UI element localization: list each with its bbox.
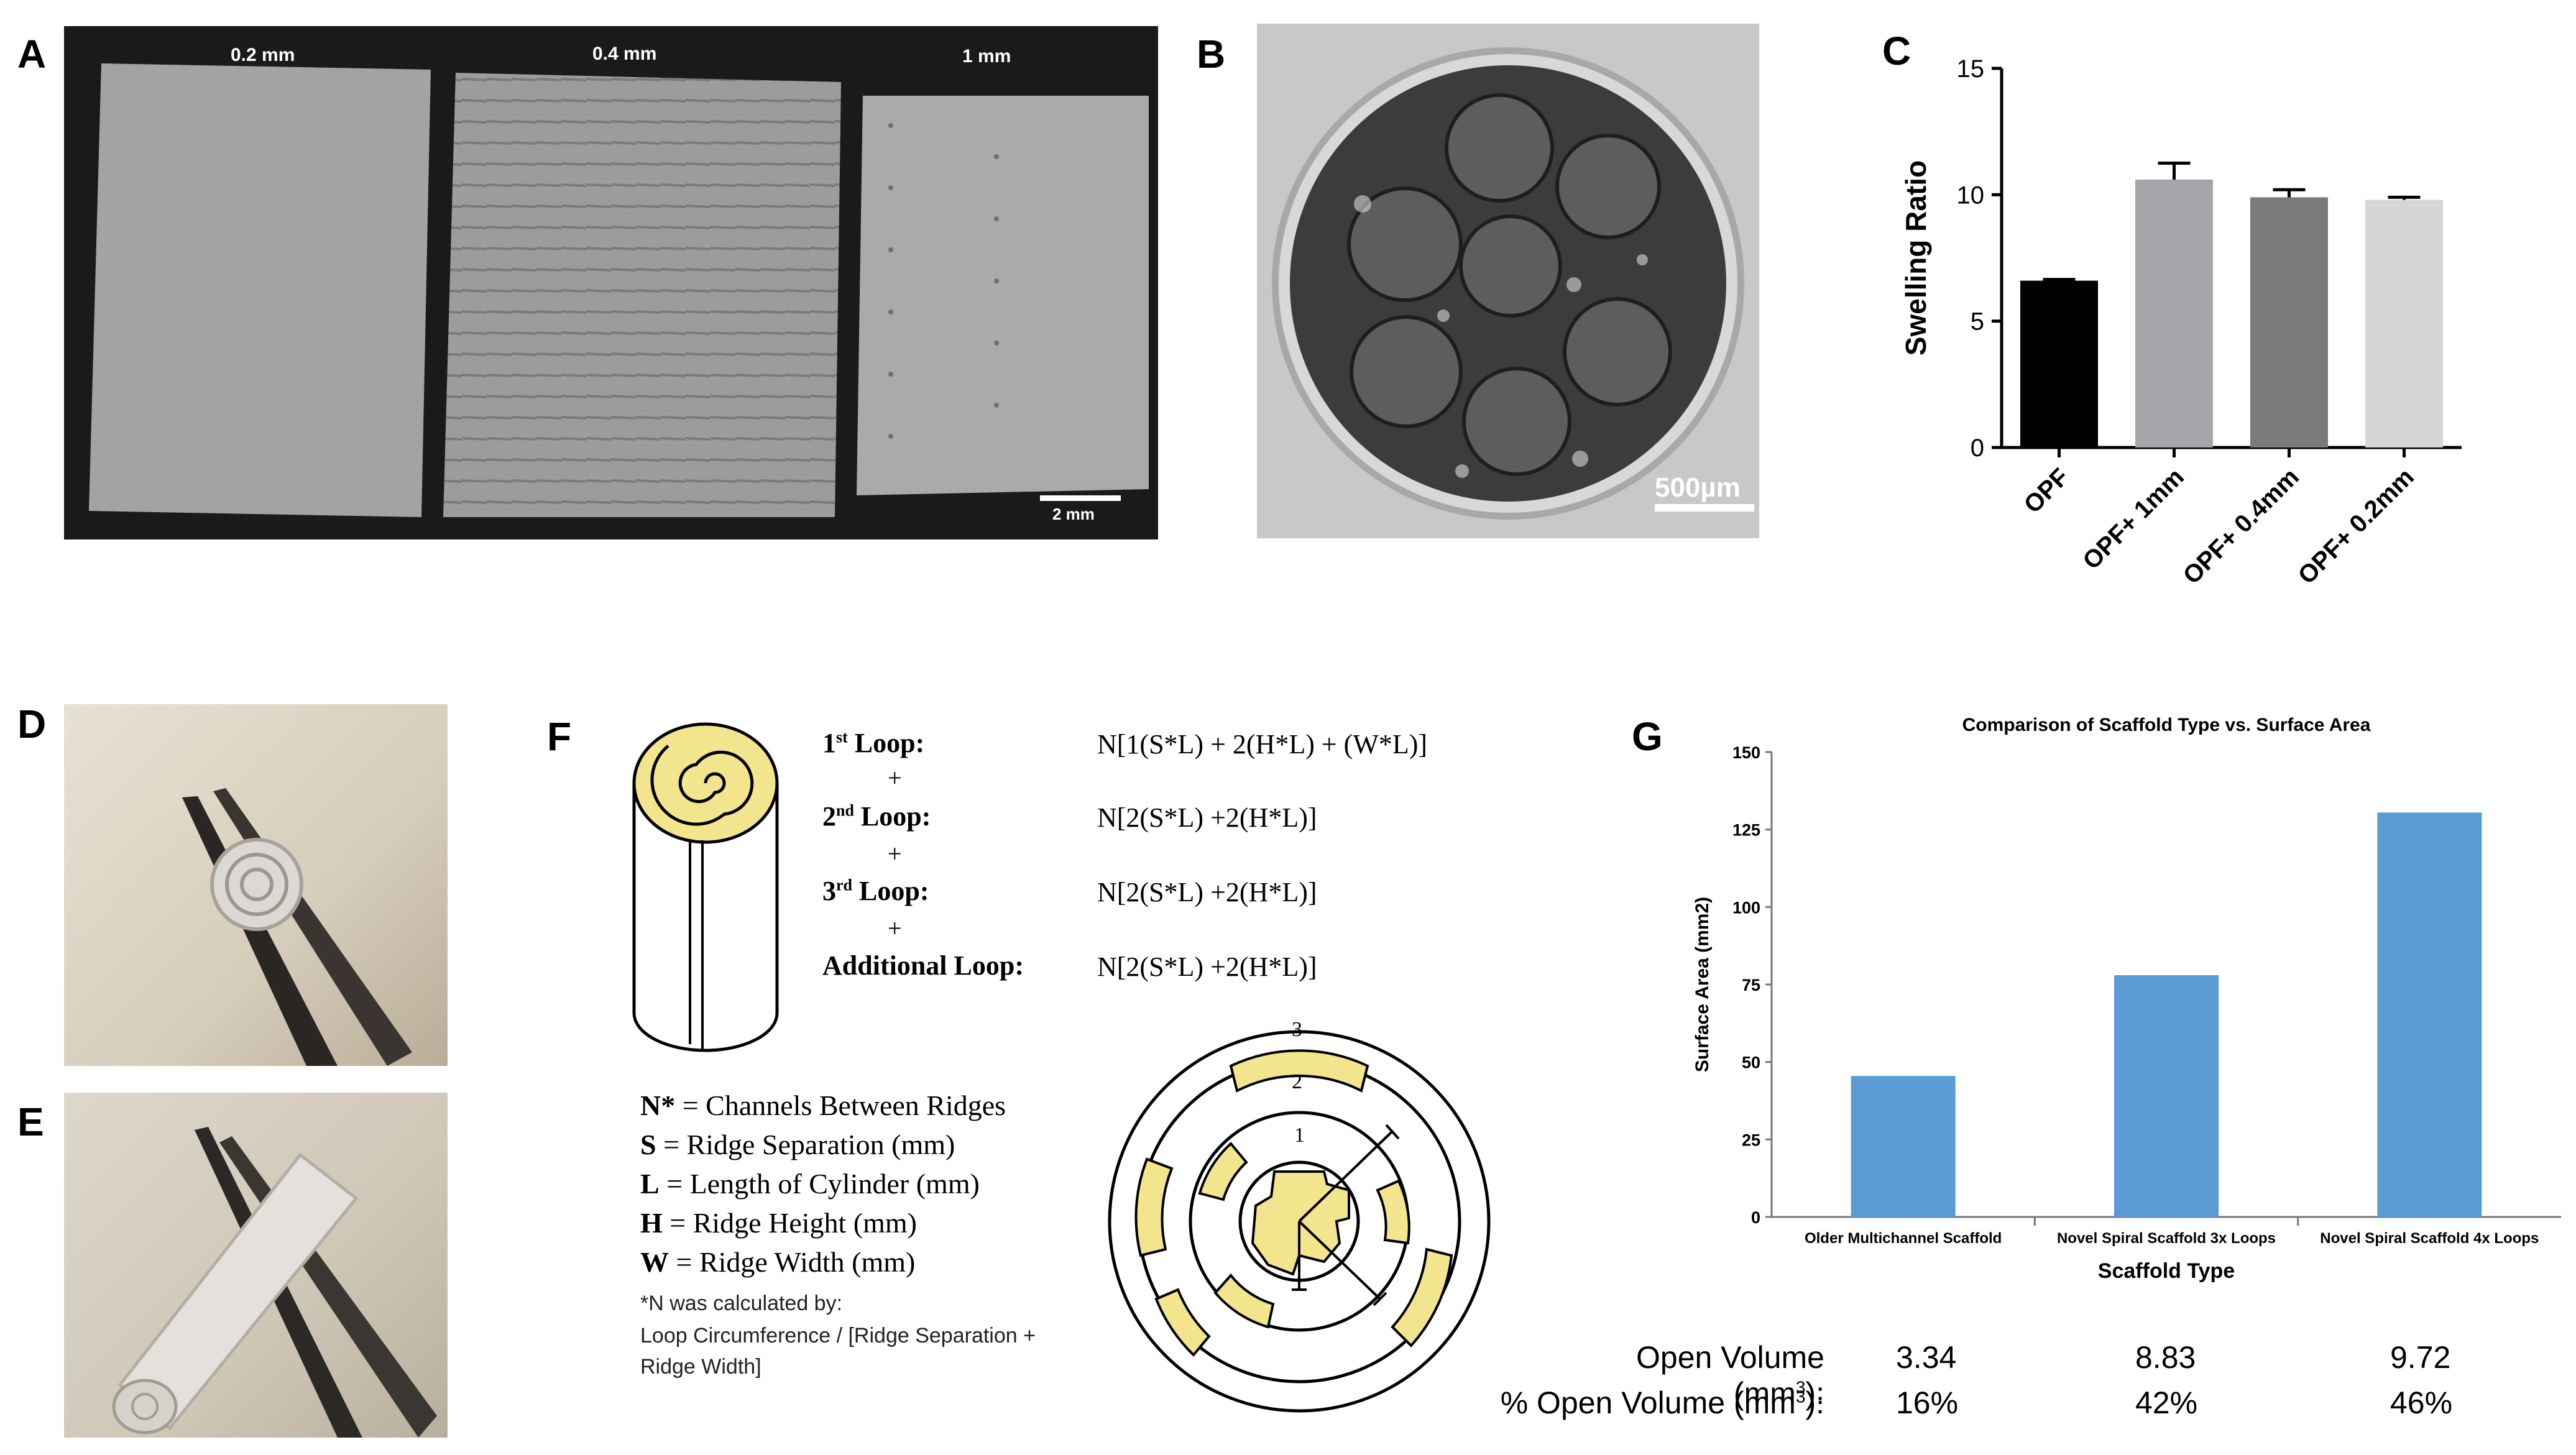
- panel-b-photo: 500µm: [1257, 24, 1759, 538]
- panel-e-photo: [64, 1093, 448, 1438]
- panel-letter-c: C: [1882, 29, 1911, 73]
- bar-c: [2365, 200, 2443, 448]
- spiral-scaffold-tube-image: [112, 1127, 437, 1438]
- panel-letter-g: G: [1632, 714, 1663, 759]
- y-tick-label-g: 100: [1732, 898, 1760, 917]
- n-note-line-3: Ridge Width]: [640, 1355, 761, 1379]
- panel-letter-a: A: [17, 32, 47, 76]
- y-tick-label-g: 0: [1751, 1208, 1760, 1227]
- y-tick-label-g: 50: [1742, 1053, 1760, 1072]
- y-axis-title-c: Swelling Ratio: [1900, 160, 1932, 356]
- scaffold-sheets-image: [89, 63, 1149, 517]
- loop-2-formula: N[2(S*L) +2(H*L)]: [1097, 802, 1317, 833]
- additional-loop-label: Additional Loop:: [822, 950, 1024, 981]
- chart-title-g: Comparison of Scaffold Type vs. Surface …: [1962, 715, 2371, 735]
- scale-bar-label-b: 500µm: [1655, 472, 1741, 503]
- legend-n: N* = Channels Between Ridges: [640, 1090, 1006, 1121]
- open-volume-label: Open Volume (mm3):: [1636, 1340, 1824, 1411]
- y-tick-label-g: 150: [1732, 743, 1760, 762]
- bar-c: [2135, 179, 2213, 448]
- sample-label-1mm: 1 mm: [962, 46, 1011, 67]
- x-tick-label-g: Novel Spiral Scaffold 3x Loops: [2057, 1230, 2276, 1247]
- spiral-cylinder-diagram: [632, 722, 779, 1052]
- loop-2-label: 2nd Loop:: [822, 801, 931, 832]
- panel-a-photo: 0.2 mm 0.4 mm 1 mm 2 mm: [64, 26, 1158, 539]
- open-volume-older: 3.34: [1896, 1340, 1957, 1375]
- pct-open-volume-label: % Open Volume (mm3):: [1500, 1385, 1824, 1420]
- panel-letter-f: F: [547, 714, 572, 759]
- y-axis-title-g: Surface Area (mm2): [1692, 897, 1713, 1072]
- bar-g: [1851, 1076, 1956, 1217]
- ring-cross-section-diagram: [1108, 1030, 1491, 1413]
- x-tick-label-g: Older Multichannel Scaffold: [1805, 1230, 2002, 1247]
- legend-l: L = Length of Cylinder (mm): [640, 1168, 980, 1200]
- x-axis-title-g: Scaffold Type: [2098, 1259, 2235, 1283]
- panel-d-photo: [64, 704, 448, 1066]
- x-tick-label-g: Novel Spiral Scaffold 4x Loops: [2320, 1230, 2539, 1247]
- y-tick-label-g: 125: [1732, 821, 1760, 840]
- x-tick-label-c: OPF+ 1mm: [2077, 463, 2189, 575]
- loop-3-label: 3rd Loop:: [822, 876, 929, 906]
- x-tick-label-c: OPF+ 0.4mm: [2178, 463, 2304, 589]
- spiral-scaffold-image: [182, 788, 412, 1066]
- y-tick-label-c: 10: [1957, 181, 1985, 209]
- plus-sign-2: +: [888, 840, 902, 868]
- bar-g: [2377, 812, 2482, 1217]
- y-tick-label-c: 15: [1957, 55, 1985, 83]
- loop-1-formula: N[1(S*L) + 2(H*L) + (W*L)]: [1097, 729, 1428, 760]
- y-tick-label-c: 0: [1971, 434, 1984, 462]
- y-tick-label-g: 75: [1742, 976, 1760, 994]
- legend-w: W = Ridge Width (mm): [640, 1246, 916, 1278]
- sample-label-0-4mm: 0.4 mm: [592, 44, 657, 64]
- n-note-line-2: Loop Circumference / [Ridge Separation +: [640, 1324, 1036, 1347]
- scale-bar-label-a: 2 mm: [1052, 505, 1095, 523]
- x-tick-label-c: OPF+ 0.2mm: [2293, 463, 2419, 589]
- panel-letter-d: D: [17, 702, 47, 746]
- panel-letter-b: B: [1197, 32, 1226, 76]
- pct-open-volume-4x: 46%: [2390, 1385, 2453, 1420]
- x-tick-label-c: OPF: [2019, 463, 2074, 518]
- n-note-line-1: *N was calculated by:: [640, 1292, 843, 1315]
- plus-sign-3: +: [888, 914, 902, 942]
- open-volume-4x: 9.72: [2390, 1340, 2451, 1375]
- loop-1-label: 1st Loop:: [822, 728, 925, 758]
- y-tick-label-g: 25: [1742, 1131, 1760, 1149]
- pct-open-volume-older: 16%: [1896, 1385, 1959, 1420]
- panel-letter-e: E: [17, 1099, 44, 1144]
- bar-g: [2114, 975, 2219, 1217]
- multichannel-scaffold-image: [1272, 47, 1754, 520]
- legend-s: S = Ridge Separation (mm): [640, 1129, 955, 1160]
- open-volume-3x: 8.83: [2135, 1340, 2196, 1375]
- legend-h: H = Ridge Height (mm): [640, 1207, 917, 1239]
- plus-sign-1: +: [888, 764, 902, 792]
- bar-c: [2020, 280, 2098, 448]
- ring-label-2: 2: [1292, 1070, 1302, 1093]
- loop-3-formula: N[2(S*L) +2(H*L)]: [1097, 877, 1317, 907]
- ring-label-1: 1: [1294, 1124, 1305, 1147]
- pct-open-volume-3x: 42%: [2135, 1385, 2198, 1420]
- ring-label-3: 3: [1292, 1018, 1302, 1041]
- sample-label-0-2mm: 0.2 mm: [231, 45, 295, 65]
- surface-area-chart: Comparison of Scaffold Type vs. Surface …: [1692, 715, 2561, 1283]
- bar-c: [2250, 197, 2328, 448]
- additional-loop-formula: N[2(S*L) +2(H*L)]: [1097, 952, 1317, 982]
- y-tick-label-c: 5: [1971, 308, 1984, 336]
